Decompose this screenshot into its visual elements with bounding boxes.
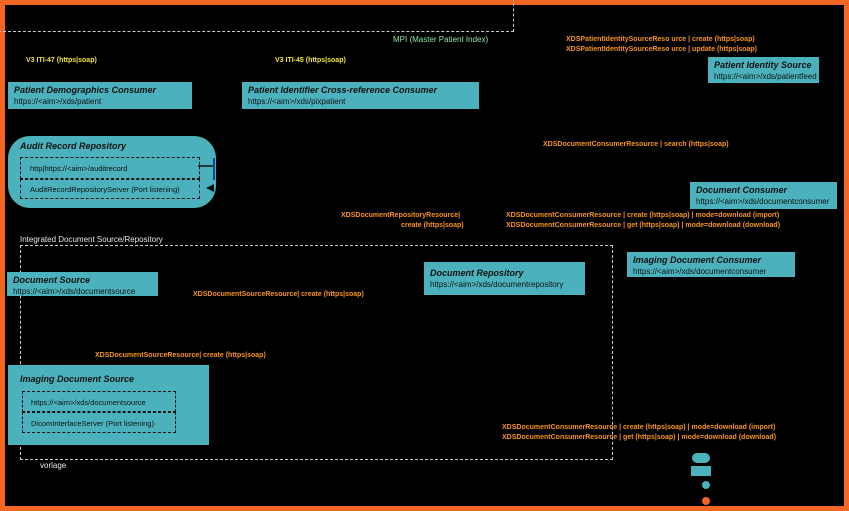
document-repository-actor[interactable]: Document Repository https://<aim>/xds/do… xyxy=(424,262,585,295)
audit-server-label: AuditRecordRepositoryServer (Port listen… xyxy=(30,185,180,194)
pix-consumer-title: Patient Identifier Cross-reference Consu… xyxy=(248,85,438,95)
audit-repository-actor[interactable]: Audit Record Repository xyxy=(8,136,216,208)
pix-consumer-actor[interactable]: Patient Identifier Cross-reference Consu… xyxy=(242,82,479,109)
document-source-url: https://<aim>/xds/documentsource xyxy=(13,287,136,296)
imaging-document-consumer-actor[interactable]: Imaging Document Consumer https://<aim>/… xyxy=(627,252,795,277)
patient-demographics-consumer-url: https://<aim>/xds/patient xyxy=(14,97,102,106)
consumer-search-label: XDSDocumentConsumerResource | search (ht… xyxy=(543,141,729,148)
mpi-group-border xyxy=(0,0,514,32)
legend-rect-shape xyxy=(691,466,711,476)
patient-demographics-consumer-actor[interactable]: Patient Demographics Consumer https://<a… xyxy=(8,82,192,109)
audit-endpoint-box xyxy=(20,157,200,179)
patient-identity-source-actor[interactable]: Patient Identity Source https://<aim>/xd… xyxy=(708,57,819,83)
legend-pill-shape xyxy=(692,453,710,463)
audit-endpoint-url: http|https://<aim>/auditrecord xyxy=(30,164,128,173)
patient-demographics-consumer-title: Patient Demographics Consumer xyxy=(14,85,157,95)
imaging-endpoint-url: https://<aim>/xds/documentsource xyxy=(31,398,146,407)
imaging-document-source-title: Imaging Document Source xyxy=(20,374,135,384)
audit-port-arrows xyxy=(198,158,215,192)
document-repository-title: Document Repository xyxy=(430,268,524,278)
patient-identity-source-url: https://<aim>/xds/patientfeed xyxy=(714,72,817,81)
bottom-get-download-label: XDSDocumentConsumerResource | get (https… xyxy=(502,434,777,441)
iti45-label: V3 ITI-45 (https|soap) xyxy=(275,57,346,64)
iti47-label: V3 ITI-47 (https|soap) xyxy=(26,57,97,64)
document-consumer-actor[interactable]: Document Consumer https://<aim>/xds/docu… xyxy=(690,182,837,209)
legend-orange-circle-shape xyxy=(702,497,710,505)
patient-identity-source-title: Patient Identity Source xyxy=(714,60,812,70)
imaging-endpoint-box xyxy=(22,391,176,412)
repository-create-label-2: create (https|soap) xyxy=(401,222,464,229)
consumer-create-import-label: XDSDocumentConsumerResource | create (ht… xyxy=(506,212,780,219)
patient-identity-update-label: XDSPatientIdentitySourceReso urce | upda… xyxy=(566,46,758,53)
patient-identity-create-label: XDSPatientIdentitySourceReso urce | crea… xyxy=(566,36,755,43)
repository-create-label-1: XDSDocumentRepositoryResource| xyxy=(341,212,461,219)
audit-repository-title: Audit Record Repository xyxy=(20,141,127,151)
imaging-document-consumer-url: https://<aim>/xds/documentconsumer xyxy=(633,267,767,276)
document-consumer-url: https://<aim>/xds/documentconsumer xyxy=(696,197,830,206)
consumer-get-download-label: XDSDocumentConsumerResource | get (https… xyxy=(506,222,781,229)
integrated-group-border xyxy=(20,245,613,460)
document-source-title: Document Source xyxy=(13,275,91,285)
document-repository-url: https://<aim>/xds/documentrepository xyxy=(430,280,564,289)
pix-consumer-url: https://<aim>/xds/pixpatient xyxy=(248,97,346,106)
integrated-group-label: Integrated Document Source/Repository xyxy=(20,235,163,244)
imaging-server-label: DicomInterfaceServer (Port listening) xyxy=(31,419,154,428)
source-create-label: XDSDocumentSourceResource| create (https… xyxy=(193,291,364,298)
document-source-actor[interactable]: Document Source https://<aim>/xds/docume… xyxy=(7,272,158,296)
vorlage-label: vorlage xyxy=(40,461,67,470)
audit-server-box xyxy=(20,179,200,199)
mpi-label: MPI (Master Patient Index) xyxy=(393,35,489,44)
imaging-document-consumer-title: Imaging Document Consumer xyxy=(633,255,762,265)
document-consumer-title: Document Consumer xyxy=(696,185,788,195)
imaging-server-box xyxy=(22,412,176,433)
legend-circle-shape xyxy=(702,481,710,489)
bottom-create-import-label: XDSDocumentConsumerResource | create (ht… xyxy=(502,424,776,431)
imaging-source-create-label: XDSDocumentSourceResource| create (https… xyxy=(95,352,266,359)
